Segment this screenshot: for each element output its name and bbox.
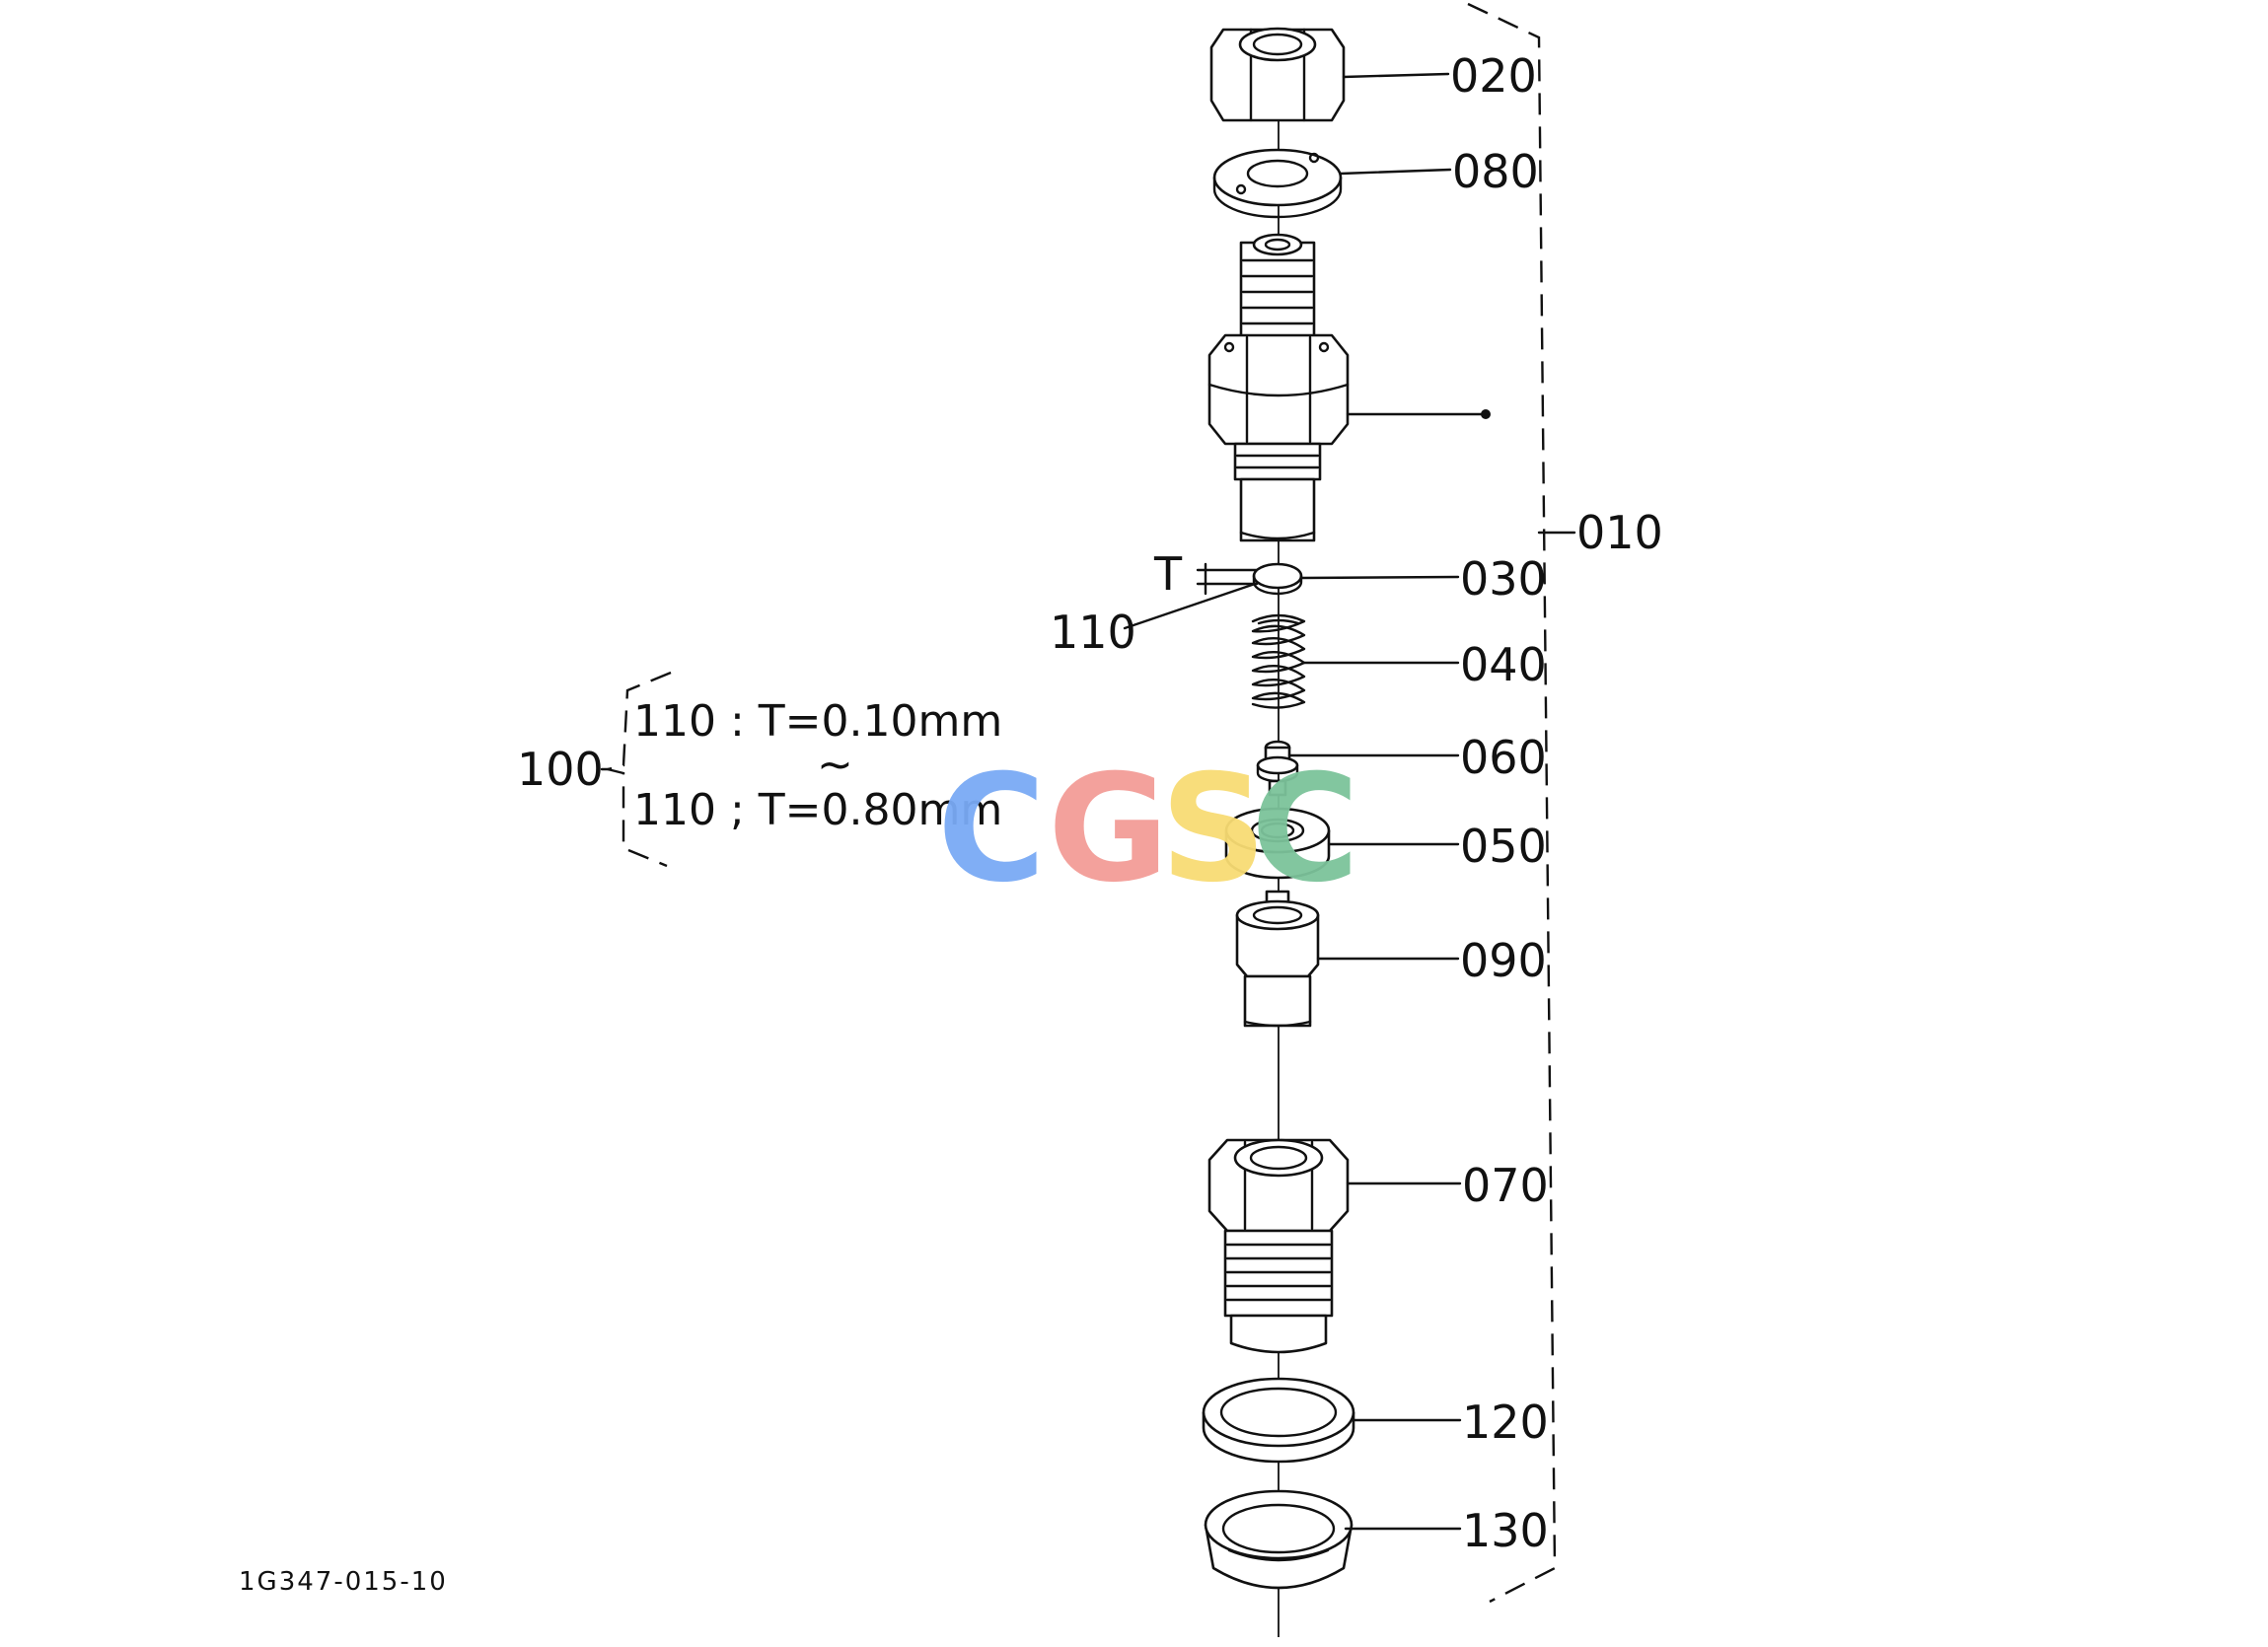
label-090: 090 — [1460, 934, 1547, 987]
part-090-nozzle — [1235, 890, 1320, 1028]
part-130-cap — [1204, 1489, 1353, 1590]
part-070-nozzle-nut — [1207, 1138, 1350, 1354]
note-100-bracket — [600, 671, 672, 868]
watermark-letter-2: G — [1048, 744, 1169, 915]
thickness-marker — [1196, 562, 1259, 596]
note-line-2: 110 ; T=0.80mm — [633, 785, 1002, 835]
leader-lines — [1123, 72, 1576, 1531]
part-060-pusher-pin — [1256, 740, 1299, 797]
figure-code: 1G347-015-10 — [239, 1567, 448, 1597]
part-030-shim — [1252, 562, 1303, 596]
label-100: 100 — [517, 743, 604, 796]
label-060: 060 — [1460, 731, 1547, 784]
label-130: 130 — [1462, 1504, 1549, 1557]
note-line-1: 110 : T=0.10mm — [633, 696, 1002, 747]
label-110: 110 — [1050, 606, 1136, 659]
label-070: 070 — [1462, 1159, 1549, 1212]
label-050: 050 — [1460, 820, 1547, 873]
label-080: 080 — [1452, 145, 1539, 198]
label-020: 020 — [1450, 49, 1537, 103]
label-010: 010 — [1576, 506, 1663, 559]
label-040: 040 — [1460, 638, 1547, 691]
watermark-letter-3: S — [1160, 744, 1267, 915]
watermark-letter-4: C — [1251, 744, 1359, 915]
part-nozzle-holder-body — [1207, 233, 1350, 542]
watermark-letter-1: C — [937, 744, 1046, 915]
label-030: 030 — [1460, 552, 1547, 606]
part-120-gasket — [1202, 1377, 1355, 1464]
label-120: 120 — [1462, 1396, 1549, 1449]
note-tilde: ~ — [817, 740, 853, 790]
part-050-spacer — [1224, 807, 1331, 880]
part-020-hex-nut — [1209, 27, 1346, 122]
watermark-logo: C G S C — [937, 744, 1359, 915]
assembly-010-bracket — [1467, 2, 1557, 1604]
part-080-washer — [1212, 148, 1343, 219]
label-T: T — [1153, 547, 1183, 601]
